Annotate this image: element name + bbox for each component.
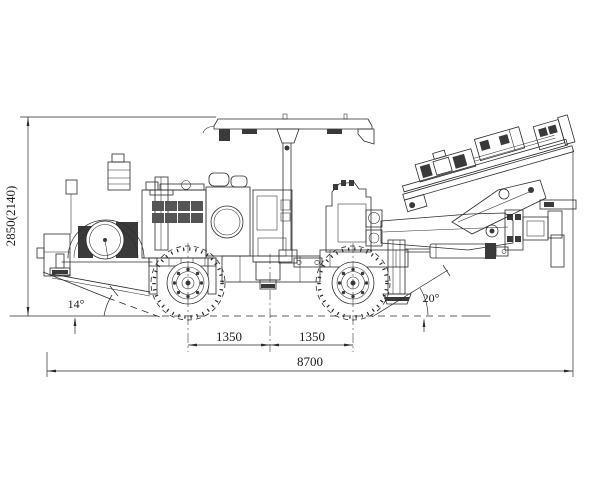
gearbox [255, 261, 281, 281]
rear-chassis [319, 249, 409, 268]
control-cabinet [252, 189, 293, 263]
approach-angle-line [42, 271, 109, 299]
boom-arm [380, 212, 514, 251]
boom-pedestal [325, 180, 383, 253]
departure-angle-line [371, 269, 449, 318]
boom-head-assembly [504, 199, 577, 268]
rear-stabilizer-jack [382, 239, 412, 305]
boom-lift-cylinder [405, 243, 509, 259]
height-dimension: 2850(2140) [3, 116, 216, 316]
height-dimension-label: 2850(2140) [3, 186, 18, 247]
front-centralizer [532, 114, 576, 151]
front-stabilizer-jack [49, 253, 71, 276]
mid-cabinet [205, 172, 251, 257]
louver-grille [152, 201, 203, 223]
front-hull-plate [51, 273, 151, 297]
chassis [221, 255, 323, 290]
approach-angle: 14° [42, 271, 161, 334]
canopy-post [278, 142, 298, 264]
approach-angle-label: 14° [68, 297, 85, 311]
porthole [210, 205, 244, 239]
wheelbase-rear-label: 1350 [299, 329, 325, 344]
overall-length-dimension: 8700 [46, 150, 574, 377]
departure-angle-label: 20° [423, 291, 440, 305]
exhaust-mast [107, 153, 131, 191]
articulation-joint [293, 257, 323, 268]
engine-compartment [141, 180, 207, 259]
wheelbase-dimension: 1350 1350 [188, 329, 353, 347]
drill-feed-assembly [401, 114, 576, 213]
feed-support-bracket [451, 179, 547, 235]
operator-canopy [202, 113, 375, 264]
wheelbase-front-label: 1350 [216, 329, 242, 344]
departure-angle: 20° [371, 264, 451, 332]
work-light [219, 129, 230, 141]
front-bumper [36, 179, 78, 277]
rock-drill-drifter [414, 148, 477, 183]
overall-length-label: 8700 [297, 354, 323, 369]
cable-reel-assembly [61, 219, 153, 263]
